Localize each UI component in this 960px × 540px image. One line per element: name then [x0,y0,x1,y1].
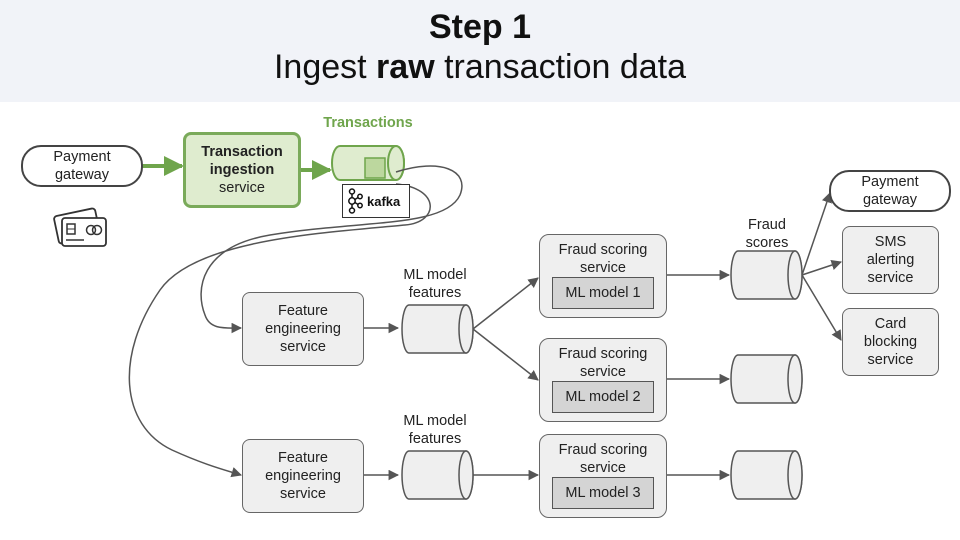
transactions-topic-label: Transactions [323,115,413,131]
page-title: Step 1 [428,8,532,46]
ml-features-label-2: ML model features [403,413,467,447]
ml-model-2: ML model 2 [552,381,654,413]
header: Step 1 Ingest raw transaction data [0,0,960,102]
ingestion-service-label: service [219,180,265,196]
arrow-features-to-scoring-1 [472,277,539,330]
arrow-scores-to-card-blocking [801,274,842,341]
fraud-scores-topic-2 [730,354,803,404]
feature-engineering-label: Feature engineering service [265,450,341,502]
feature-engineering-label: Feature engineering service [265,303,341,355]
fraud-scoring-label: Fraud scoring service [558,442,648,476]
arrow-topic-to-feature-eng-2 [128,183,431,478]
page-subtitle: Ingest raw transaction data [0,48,960,87]
fraud-scores-label: Fraud scores [745,217,789,251]
transactions-topic [331,145,405,181]
payment-gateway-destination: Payment gateway [829,170,951,212]
arrow-scores-to-payment-gateway [801,192,832,276]
subtitle-bold-text: raw [376,48,435,86]
kafka-logo: kafka [342,184,410,218]
ml-features-topic-2 [401,450,474,500]
kafka-logo-icon [348,188,363,214]
ml-model-1: ML model 1 [552,277,654,309]
arrow-features-to-scoring-2 [472,328,539,381]
ml-model-3: ML model 3 [552,477,654,509]
arrow-topic-to-feature-eng-1 [200,165,463,334]
subtitle-text-end: transaction data [434,48,687,86]
fraud-scoring-label: Fraud scoring service [558,346,648,380]
kafka-label: kafka [367,193,401,209]
ml-features-label-1: ML model features [403,267,467,301]
fraud-scoring-service-1: Fraud scoring service ML model 1 [539,234,667,318]
fraud-scoring-service-2: Fraud scoring service ML model 2 [539,338,667,422]
sms-alerting-label: SMS alerting service [866,234,915,286]
ml-features-topic-1 [401,304,474,354]
feature-engineering-service-1: Feature engineering service [242,292,364,366]
transaction-ingestion-service: Transaction ingestion service [183,132,301,208]
ingestion-service-bold-label: Transaction ingestion [201,144,283,178]
fraud-scores-topic-3 [730,450,803,500]
card-blocking-label: Card blocking service [863,316,918,368]
credit-cards-icon [53,207,107,247]
arrow-scores-to-sms [801,260,842,276]
card-blocking-service: Card blocking service [842,308,939,376]
fraud-scoring-service-3: Fraud scoring service ML model 3 [539,434,667,518]
fraud-scores-topic-1 [730,250,803,300]
payment-gateway-source-label: Payment gateway [53,149,111,183]
sms-alerting-service: SMS alerting service [842,226,939,294]
feature-engineering-service-2: Feature engineering service [242,439,364,513]
fraud-scoring-label: Fraud scoring service [558,242,648,276]
subtitle-text: Ingest [273,48,377,86]
payment-gateway-source: Payment gateway [21,145,143,187]
payment-gateway-destination-label: Payment gateway [861,174,919,208]
